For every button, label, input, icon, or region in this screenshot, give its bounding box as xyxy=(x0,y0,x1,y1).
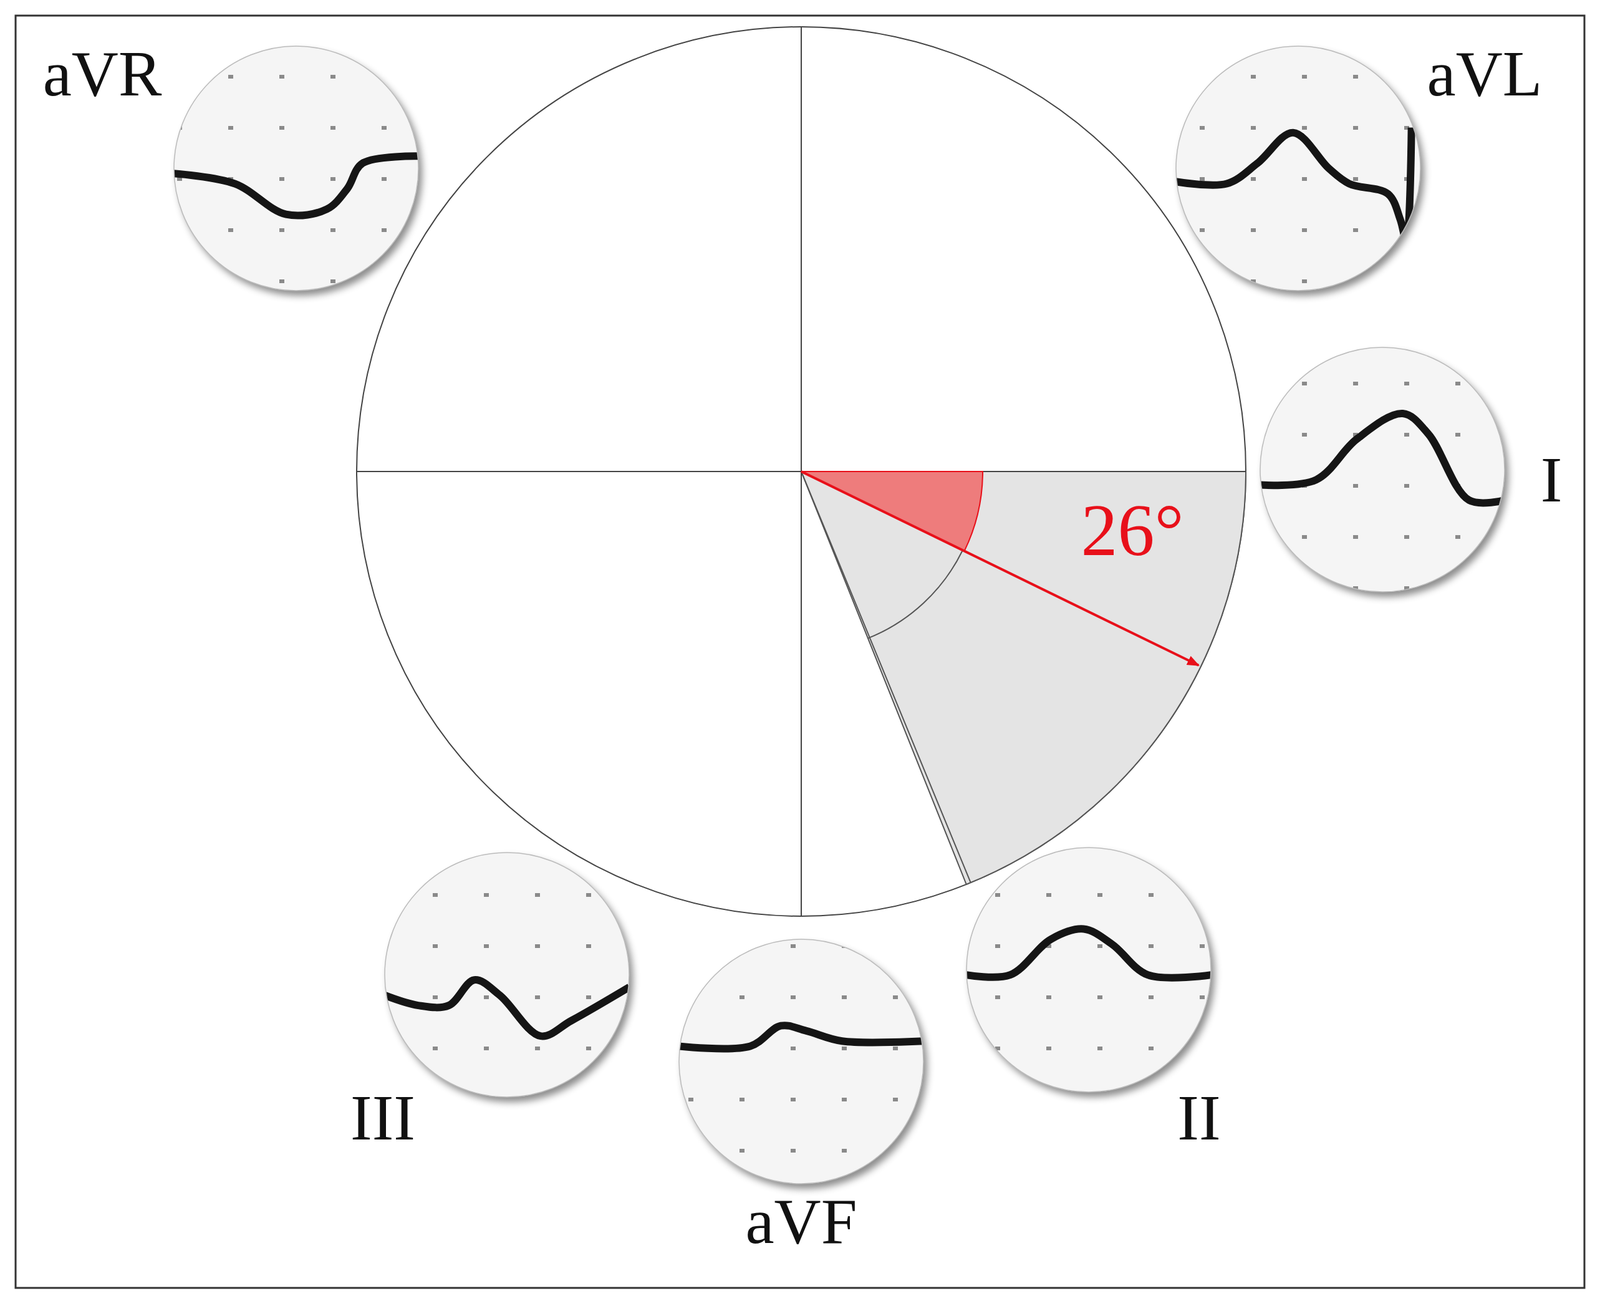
ecg-inset xyxy=(679,939,925,1184)
ecg-trace xyxy=(1260,413,1506,503)
ecg-inset xyxy=(384,852,630,1097)
inset-border xyxy=(966,847,1211,1092)
ecg-inset xyxy=(966,847,1212,1092)
normal-sector xyxy=(801,471,1246,885)
inset-border xyxy=(679,939,924,1184)
lead-label: aVL xyxy=(1427,41,1543,107)
axis-circle xyxy=(356,26,1246,916)
ecg-paper xyxy=(384,852,630,1097)
sector-arc xyxy=(867,549,963,638)
lead-label: II xyxy=(1177,1084,1221,1150)
ecg-paper xyxy=(1260,347,1505,592)
frame xyxy=(15,15,1585,1288)
lead-label: I xyxy=(1540,447,1563,512)
ecg-inset xyxy=(1175,46,1421,291)
ecg-paper xyxy=(679,939,924,1184)
ecg-inset xyxy=(1260,347,1506,592)
inset-border xyxy=(1260,347,1505,592)
angle-value: 26° xyxy=(1080,493,1184,568)
inset-border xyxy=(384,852,630,1097)
ecg-trace xyxy=(679,1025,925,1049)
lead-label: III xyxy=(350,1084,416,1150)
ecg-trace xyxy=(384,979,630,1036)
lead-label: aVF xyxy=(745,1188,857,1254)
ecg-paper xyxy=(173,46,419,291)
inset-border xyxy=(173,46,419,291)
ecg-trace xyxy=(1175,127,1412,242)
ecg-trace xyxy=(173,155,420,216)
ecg-paper xyxy=(966,847,1211,1092)
lead-label: aVR xyxy=(43,41,163,107)
ecg-paper xyxy=(1175,46,1421,291)
ecg-inset xyxy=(173,46,420,291)
axis-arrow xyxy=(801,471,1199,666)
inset-border xyxy=(1175,46,1421,291)
ecg-trace xyxy=(966,928,1212,978)
